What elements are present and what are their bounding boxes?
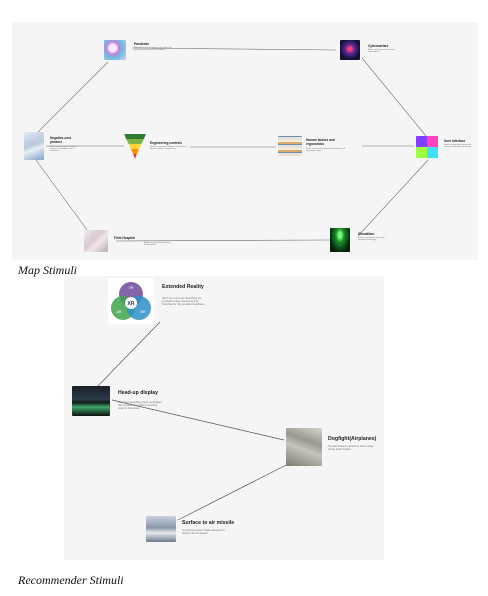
edge-negative-cost-field-hospital — [35, 159, 91, 235]
user-interface-image — [416, 136, 438, 158]
node-description: Article summary text describing negative… — [50, 146, 77, 153]
node-description: Article summary text describing field ho… — [144, 242, 171, 247]
dogfight-image — [286, 428, 322, 466]
node-description: Ground-launched missile designed to dest… — [182, 529, 225, 535]
node-title: Pandemic — [134, 42, 150, 46]
recommender-caption: Recommender Stimuli — [18, 573, 124, 587]
xr-mr-label: MR — [140, 310, 146, 314]
field-hospital-image — [84, 230, 108, 252]
node-title: Cyberwarfare — [368, 44, 389, 48]
xr-vr-label: VR — [129, 286, 134, 290]
node-title: User interface — [444, 139, 466, 143]
node-description: Article summary describing the hierarchy… — [150, 146, 187, 151]
node-title: Surface to air missile — [182, 520, 235, 526]
node-description: Article summary text describing simulati… — [358, 237, 385, 242]
edge-cyberwarfare-user-interface — [361, 57, 427, 137]
xr-venn-image: XR VR AR MR — [108, 278, 154, 324]
pandemic-image — [104, 40, 126, 60]
edge-user-interface-simulation — [357, 159, 429, 237]
cyberwarfare-image — [340, 40, 360, 60]
negative-cost-image — [24, 132, 44, 160]
simulation-image — [330, 228, 350, 252]
map-edges — [35, 47, 429, 242]
node-description: Article summary describing user interfac… — [444, 144, 472, 149]
edge-field-hospital-simulation — [115, 239, 331, 242]
node-title: Field Hospital — [114, 236, 135, 240]
node-description: Short text describing head-up displays t… — [118, 401, 162, 410]
edge-pandemic-cyberwarfare — [131, 47, 337, 51]
node-title: Negative-cost product — [50, 136, 71, 144]
node-title: Dogfight(Airplanes) — [328, 436, 377, 442]
edge-dogfight-sam — [177, 461, 293, 521]
node-title: Engineering controls — [150, 141, 182, 145]
node-description: Article summary describing human factors… — [306, 148, 345, 153]
recommender-edges — [95, 321, 293, 521]
hud-image — [72, 386, 110, 416]
node-description: Article summary text describing cyberwar… — [368, 49, 395, 54]
missile-image — [146, 516, 176, 542]
node-description: Short text summary describing the extend… — [162, 297, 206, 306]
node-description: Wikipedia article summary text describin… — [134, 47, 172, 52]
map-panel — [12, 22, 478, 260]
hazard-pyramid-image — [124, 134, 146, 159]
edge-pandemic-negative-cost — [35, 61, 109, 135]
node-title: Head-up display — [118, 390, 159, 396]
human-factors-image — [278, 136, 302, 156]
map-caption: Map Stimuli — [18, 263, 77, 277]
node-description: Combat between aircraft at close range d… — [328, 445, 374, 451]
node-title: Simulation — [358, 232, 375, 236]
edge-hud-dogfight — [111, 399, 285, 441]
xr-center-label: XR — [128, 301, 135, 307]
xr-ar-label: AR — [117, 310, 122, 314]
node-title: Human factors and ergonomics — [306, 138, 335, 146]
node-title: Extended Reality — [162, 284, 204, 290]
edge-xr-hud — [95, 321, 161, 389]
